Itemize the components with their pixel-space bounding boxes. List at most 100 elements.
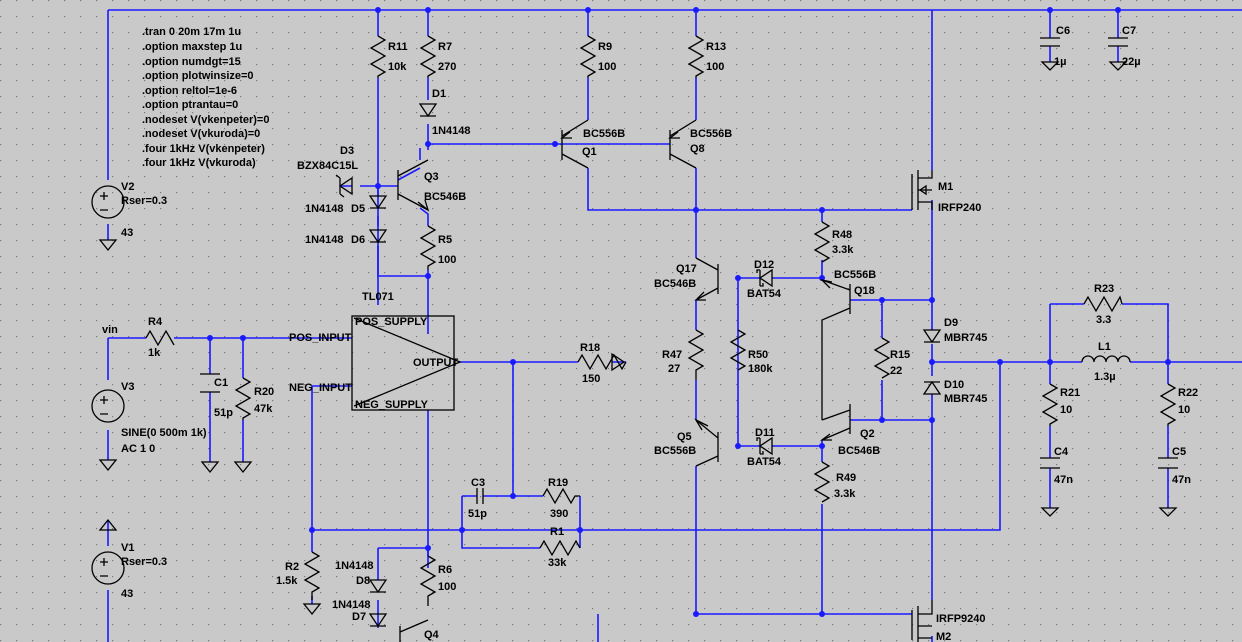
m2-mosfet[interactable] <box>911 600 933 642</box>
m2-value: IRFP9240 <box>936 613 986 625</box>
q5-transistor[interactable] <box>694 418 719 467</box>
r13-value: 100 <box>706 61 724 73</box>
d5-label: D5 <box>351 203 365 215</box>
c3-label: C3 <box>471 477 485 489</box>
d12-symbol[interactable] <box>756 268 773 288</box>
d6-symbol[interactable] <box>368 229 388 244</box>
v1-value: 43 <box>121 588 133 600</box>
l1-label: L1 <box>1098 341 1111 353</box>
d9-label: D9 <box>944 317 958 329</box>
c6-symbol[interactable] <box>1040 37 1060 47</box>
r47-symbol[interactable] <box>687 329 705 380</box>
d8-symbol[interactable] <box>368 579 388 594</box>
tl071-label: TL071 <box>362 291 394 303</box>
d9-symbol[interactable] <box>922 329 942 344</box>
c5-value: 47n <box>1172 474 1191 486</box>
r48-symbol[interactable] <box>813 221 831 263</box>
r4-symbol[interactable] <box>145 329 175 347</box>
spice-directives[interactable]: .tran 0 20m 17m 1u .option maxstep 1u .o… <box>142 26 269 169</box>
r22-symbol[interactable] <box>1159 383 1177 426</box>
q8-transistor[interactable] <box>668 119 697 169</box>
r21-value: 10 <box>1060 404 1072 416</box>
q17-label: Q17 <box>676 263 697 275</box>
c5-symbol[interactable] <box>1158 457 1178 469</box>
r11-label: R11 <box>388 41 408 53</box>
r18-symbol[interactable] <box>577 353 627 371</box>
components <box>91 35 1178 642</box>
v3-value: SINE(0 500m 1k) <box>121 427 207 439</box>
q17-value: BC546B <box>654 278 696 290</box>
r1-symbol[interactable] <box>539 539 581 557</box>
r49-symbol[interactable] <box>813 461 831 503</box>
c7-symbol[interactable] <box>1108 37 1128 47</box>
d6-value: 1N4148 <box>305 234 344 246</box>
m2-label: M2 <box>936 631 951 642</box>
r48-label: R48 <box>832 229 852 241</box>
v2-source[interactable] <box>91 185 125 219</box>
v3-label: V3 <box>121 381 134 393</box>
d6-label: D6 <box>351 234 365 246</box>
r15-symbol[interactable] <box>873 337 891 379</box>
r50-symbol[interactable] <box>729 329 747 371</box>
c5-label: C5 <box>1172 446 1186 458</box>
c4-value: 47n <box>1054 474 1073 486</box>
pos-supply-pin: POS_SUPPLY <box>355 316 428 328</box>
r13-symbol[interactable] <box>687 35 705 78</box>
q3-transistor[interactable] <box>397 159 430 212</box>
r11-symbol[interactable] <box>369 35 387 78</box>
r5-symbol[interactable] <box>419 225 437 270</box>
q18-label: Q18 <box>854 285 875 297</box>
ground-c5 <box>1158 507 1178 517</box>
d10-value: MBR745 <box>944 393 987 405</box>
d11-symbol[interactable] <box>756 436 773 456</box>
v2-value: 43 <box>121 227 133 239</box>
d1-symbol[interactable] <box>418 103 438 118</box>
r4-label: R4 <box>148 316 163 328</box>
d7-symbol[interactable] <box>368 613 388 628</box>
d7-label: D7 <box>352 611 366 623</box>
d8-label: D8 <box>356 575 370 587</box>
q4-transistor[interactable] <box>399 619 429 642</box>
d3-symbol[interactable] <box>335 174 353 198</box>
neg-input-pin: NEG_INPUT <box>289 382 352 394</box>
l1-symbol[interactable] <box>1081 355 1131 363</box>
d12-value: BAT54 <box>747 288 782 300</box>
r9-symbol[interactable] <box>579 35 597 78</box>
r19-label: R19 <box>548 477 568 489</box>
c4-symbol[interactable] <box>1040 457 1060 469</box>
d5-symbol[interactable] <box>368 195 388 210</box>
d5-value: 1N4148 <box>305 203 344 215</box>
tl071-opamp[interactable] <box>351 315 462 411</box>
r21-label: R21 <box>1060 387 1080 399</box>
r2-label: R2 <box>285 561 299 573</box>
q1-transistor[interactable] <box>560 119 589 169</box>
c3-symbol[interactable] <box>476 488 484 504</box>
r20-symbol[interactable] <box>234 377 252 420</box>
c6-label: C6 <box>1056 25 1070 37</box>
r21-symbol[interactable] <box>1041 383 1059 426</box>
v3-source[interactable] <box>91 389 125 423</box>
directive-3: .option numdgt=15 <box>142 56 241 68</box>
r23-symbol[interactable] <box>1083 295 1123 313</box>
r19-symbol[interactable] <box>542 487 580 505</box>
r11-value: 10k <box>388 61 407 73</box>
q2-transistor[interactable] <box>820 404 851 441</box>
c4-label: C4 <box>1054 446 1069 458</box>
d10-symbol[interactable] <box>922 380 942 395</box>
m1-mosfet[interactable] <box>911 170 933 210</box>
d9-value: MBR745 <box>944 332 987 344</box>
v1-source[interactable] <box>91 551 125 585</box>
c7-value: 22µ <box>1122 56 1141 68</box>
q18-transistor[interactable] <box>820 278 851 420</box>
c1-value: 51p <box>214 407 233 419</box>
d3-value: BZX84C15L <box>297 160 358 172</box>
r6-symbol[interactable] <box>419 555 437 606</box>
r2-symbol[interactable] <box>303 551 321 600</box>
c1-symbol[interactable] <box>200 373 220 393</box>
q17-transistor[interactable] <box>694 257 719 301</box>
r7-symbol[interactable] <box>419 35 437 78</box>
r4-value: 1k <box>148 347 161 359</box>
q2-label: Q2 <box>860 428 875 440</box>
